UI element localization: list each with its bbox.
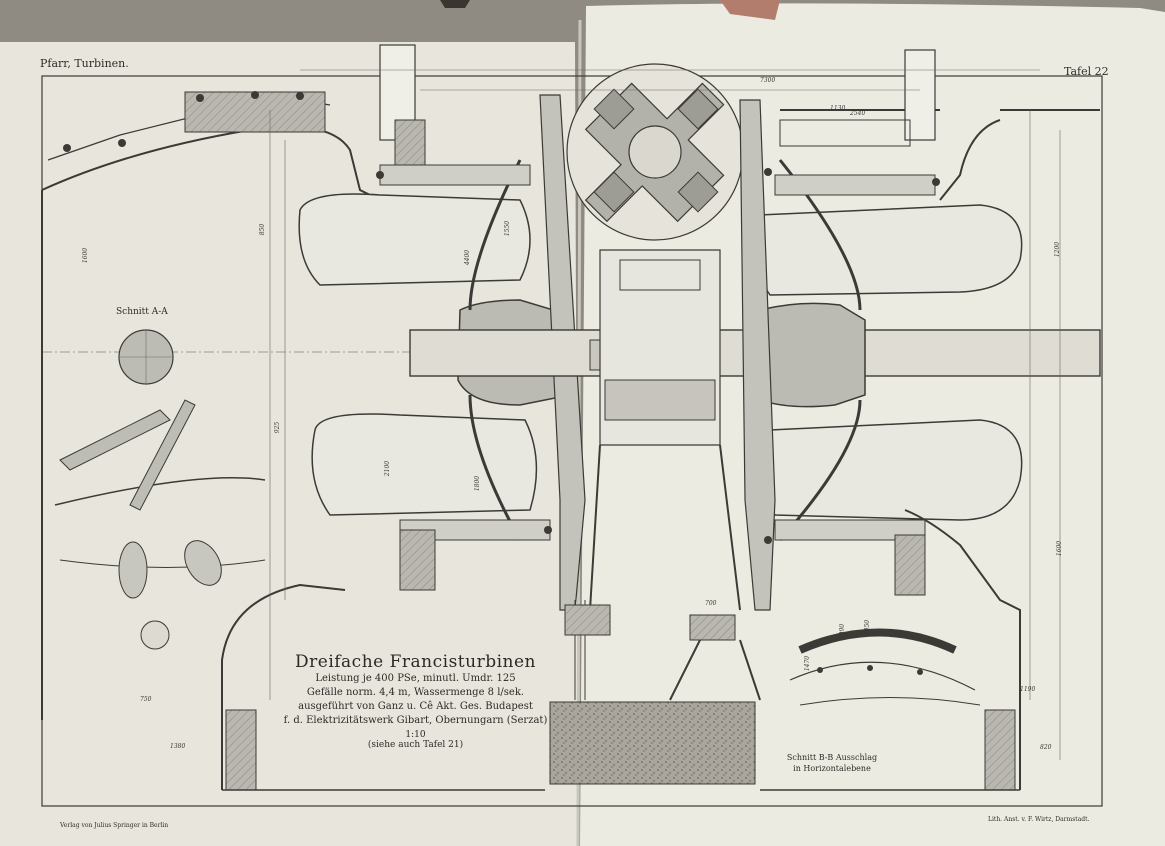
- dimension-label: 4400: [464, 249, 472, 266]
- title-line-4: f. d. Elektrizitätswerk Gibart, Obernung…: [283, 715, 548, 726]
- hand-shadow: [440, 0, 470, 8]
- section-a-label: Schnitt A-A: [116, 307, 168, 317]
- dimension-label: 925: [274, 421, 282, 434]
- title-line-3: ausgeführt von Ganz u. Cê Akt. Ges. Buda…: [298, 701, 533, 712]
- section-b-arc: [798, 628, 957, 654]
- dimension-label: 850: [259, 223, 267, 236]
- runner-upper-right: [753, 204, 1023, 296]
- dimension-label: 1130: [830, 105, 846, 112]
- title-block: Dreifache Francisturbinen Leistung je 40…: [258, 652, 573, 750]
- dimension-label: 700: [705, 600, 717, 607]
- dimension-label: 1800: [474, 475, 482, 492]
- section-b-label: Schnitt B-B Ausschlag in Horizontalebene: [786, 753, 878, 773]
- title-line-1: Leistung je 400 PSe, minutl. Umdr. 125: [315, 673, 516, 684]
- runner-lower-right: [760, 419, 1023, 521]
- dimension-label: 1600: [82, 247, 90, 264]
- dimension-label: 820: [1040, 744, 1052, 751]
- foundation: [549, 701, 756, 785]
- dimension-label: 1470: [804, 655, 812, 672]
- dimension-label: 1550: [504, 220, 512, 237]
- drawing-title: Dreifache Francisturbinen: [295, 652, 536, 672]
- dimension-label: 2540: [850, 110, 866, 117]
- dimension-label: 1090: [839, 623, 847, 640]
- drawing-scale: 1:10: [405, 730, 426, 740]
- dimension-label: 7300: [760, 77, 776, 84]
- dimension-label: 1950: [864, 619, 872, 636]
- dimension-label: 1200: [1054, 241, 1062, 258]
- dimension-label: 2100: [384, 460, 392, 477]
- runner-upper-left: [298, 193, 531, 286]
- title-line-2: Gefälle norm. 4,4 m, Wassermenge 8 l/sek…: [306, 687, 525, 698]
- dimension-label: 750: [140, 696, 152, 703]
- lithographer-note: Lith. Anst. v. F. Wirtz, Darmstadt.: [988, 816, 1090, 823]
- runner-lower-left: [311, 413, 538, 516]
- sheet-author: Pfarr, Turbinen.: [40, 57, 129, 70]
- right-casing: [780, 109, 1100, 790]
- plate-number: Tafel 22: [1064, 65, 1109, 78]
- publisher-note: Verlag von Julius Springer in Berlin: [60, 822, 169, 829]
- dimension-label: 1190: [1020, 686, 1036, 693]
- dimension-label: 1600: [1056, 540, 1064, 557]
- dimension-label: 1380: [170, 743, 186, 750]
- runner-hub-right: [759, 302, 866, 408]
- plate-reference: (siehe auch Tafel 21): [367, 740, 464, 750]
